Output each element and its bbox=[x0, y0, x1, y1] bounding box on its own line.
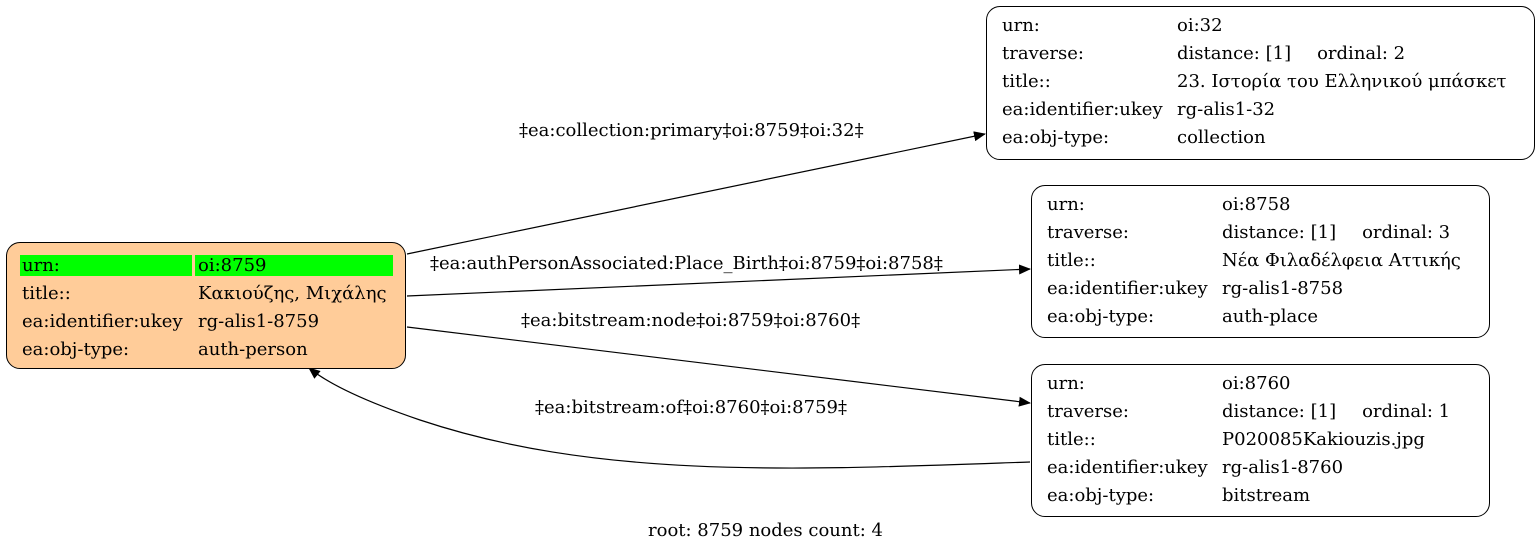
node-value: oi:32 bbox=[1177, 14, 1223, 36]
node-value: distance: [1] ordinal: 1 bbox=[1222, 401, 1481, 422]
node-value: distance: [1] ordinal: 2 bbox=[1177, 43, 1526, 64]
root-value: auth-person bbox=[198, 338, 308, 360]
node-key: traverse: bbox=[1002, 42, 1084, 64]
node-key: title:: bbox=[1047, 428, 1096, 450]
node-row-traverse: traverse: distance: [1] ordinal: 3 bbox=[1047, 218, 1481, 246]
node-key: ea:identifier:ukey bbox=[1047, 456, 1208, 478]
traverse-distance: distance: [1] bbox=[1222, 221, 1337, 243]
node-row-obj-type: ea:obj-type: collection bbox=[1002, 123, 1526, 151]
node-key: urn: bbox=[1002, 14, 1040, 36]
node-key: ea:obj-type: bbox=[1047, 305, 1155, 327]
traverse-ordinal: ordinal: 1 bbox=[1362, 400, 1451, 422]
spacer bbox=[1336, 222, 1362, 243]
node-bitstream[interactable]: urn: oi:8760 traverse: distance: [1] ord… bbox=[1031, 364, 1490, 517]
root-key: ea:identifier:ukey bbox=[22, 310, 183, 332]
node-value: 23. Ιστορία του Ελληνικού μπάσκετ bbox=[1177, 70, 1507, 92]
root-key: urn: bbox=[20, 254, 192, 276]
node-row-urn: urn: oi:8760 bbox=[1047, 369, 1481, 397]
graph-caption: root: 8759 nodes count: 4 bbox=[648, 520, 883, 541]
traverse-ordinal: ordinal: 2 bbox=[1317, 42, 1406, 64]
spacer bbox=[1336, 401, 1362, 422]
edge-bitstream-of bbox=[308, 367, 1031, 469]
node-row-title: title:: P020085Kakiouzis.jpg bbox=[1047, 425, 1481, 453]
root-value: rg-alis1-8759 bbox=[198, 310, 320, 332]
node-auth-place[interactable]: urn: oi:8758 traverse: distance: [1] ord… bbox=[1031, 185, 1490, 338]
node-row-ukey: ea:identifier:ukey rg-alis1-32 bbox=[1002, 95, 1526, 123]
node-key: traverse: bbox=[1047, 400, 1129, 422]
node-key: ea:obj-type: bbox=[1002, 126, 1110, 148]
node-key: title:: bbox=[1047, 249, 1096, 271]
spacer bbox=[1291, 43, 1317, 64]
edge-label-place-birth: ‡ea:authPersonAssociated:Place_Birth‡oi:… bbox=[430, 253, 943, 274]
node-value: auth-place bbox=[1222, 305, 1318, 327]
node-key: title:: bbox=[1002, 70, 1051, 92]
node-value: collection bbox=[1177, 126, 1266, 148]
edge-label-collection-primary: ‡ea:collection:primary‡oi:8759‡oi:32‡ bbox=[519, 120, 864, 141]
node-key: urn: bbox=[1047, 372, 1085, 394]
node-key: ea:obj-type: bbox=[1047, 484, 1155, 506]
root-row-obj-type: ea:obj-type: auth-person bbox=[20, 335, 393, 363]
node-key: ea:identifier:ukey bbox=[1047, 277, 1208, 299]
node-row-ukey: ea:identifier:ukey rg-alis1-8758 bbox=[1047, 274, 1481, 302]
root-node[interactable]: urn: oi:8759 title:: Κακιούζης, Μιχάλης … bbox=[6, 242, 406, 369]
node-value: distance: [1] ordinal: 3 bbox=[1222, 222, 1481, 243]
edge-label-bitstream-of: ‡ea:bitstream:of‡oi:8760‡oi:8759‡ bbox=[535, 397, 847, 418]
root-row-title: title:: Κακιούζης, Μιχάλης bbox=[20, 279, 393, 307]
node-row-obj-type: ea:obj-type: auth-place bbox=[1047, 302, 1481, 330]
node-key: ea:identifier:ukey bbox=[1002, 98, 1163, 120]
node-key: urn: bbox=[1047, 193, 1085, 215]
root-row-urn: urn: oi:8759 bbox=[20, 251, 393, 279]
edge-bitstream-node bbox=[406, 326, 1031, 407]
node-row-title: title:: Νέα Φιλαδέλφεια Αττικής bbox=[1047, 246, 1481, 274]
edge-place-birth bbox=[406, 264, 1031, 297]
node-row-obj-type: ea:obj-type: bitstream bbox=[1047, 481, 1481, 509]
node-row-ukey: ea:identifier:ukey rg-alis1-8760 bbox=[1047, 453, 1481, 481]
node-value: Νέα Φιλαδέλφεια Αττικής bbox=[1222, 249, 1461, 271]
node-value: bitstream bbox=[1222, 484, 1311, 506]
root-value: oi:8759 bbox=[195, 254, 393, 276]
node-value: P020085Kakiouzis.jpg bbox=[1222, 428, 1425, 450]
node-row-urn: urn: oi:8758 bbox=[1047, 190, 1481, 218]
root-value: Κακιούζης, Μιχάλης bbox=[198, 282, 387, 304]
traverse-distance: distance: [1] bbox=[1177, 42, 1292, 64]
traverse-distance: distance: [1] bbox=[1222, 400, 1337, 422]
node-value: oi:8758 bbox=[1222, 193, 1291, 215]
root-row-ukey: ea:identifier:ukey rg-alis1-8759 bbox=[20, 307, 393, 335]
node-row-traverse: traverse: distance: [1] ordinal: 1 bbox=[1047, 397, 1481, 425]
node-value: rg-alis1-32 bbox=[1177, 98, 1276, 120]
node-value: oi:8760 bbox=[1222, 372, 1291, 394]
traverse-ordinal: ordinal: 3 bbox=[1362, 221, 1451, 243]
node-row-title: title:: 23. Ιστορία του Ελληνικού μπάσκε… bbox=[1002, 67, 1526, 95]
node-row-traverse: traverse: distance: [1] ordinal: 2 bbox=[1002, 39, 1526, 67]
node-value: rg-alis1-8758 bbox=[1222, 277, 1344, 299]
node-value: rg-alis1-8760 bbox=[1222, 456, 1344, 478]
node-collection[interactable]: urn: oi:32 traverse: distance: [1] ordin… bbox=[986, 6, 1535, 160]
edge-collection-primary bbox=[406, 131, 986, 255]
root-key: ea:obj-type: bbox=[22, 338, 130, 360]
root-key: title:: bbox=[22, 282, 71, 304]
edge-label-bitstream-node: ‡ea:bitstream:node‡oi:8759‡oi:8760‡ bbox=[521, 310, 861, 331]
node-key: traverse: bbox=[1047, 221, 1129, 243]
node-row-urn: urn: oi:32 bbox=[1002, 11, 1526, 39]
